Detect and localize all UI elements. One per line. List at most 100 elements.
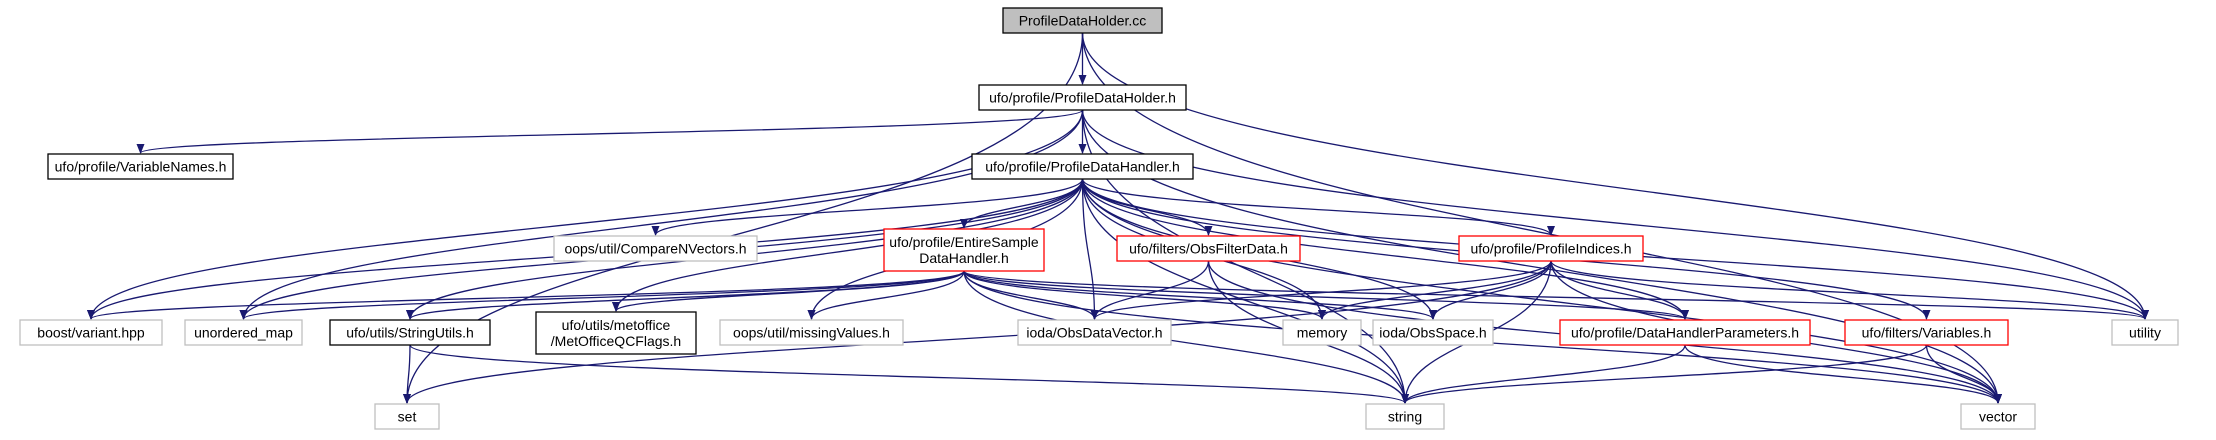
node-vector[interactable]: vector [1960,403,2036,430]
edge-path [1081,32,2149,320]
edge-path [1081,178,1689,320]
node-compare[interactable]: oops/util/CompareNVectors.h [553,235,758,262]
edge-path [1684,344,2002,404]
node-label: oops/util/missingValues.h [733,325,890,341]
node-obsspace[interactable]: ioda/ObsSpace.h [1372,319,1494,346]
node-utility[interactable]: utility [2111,319,2179,346]
node-label: ufo/filters/Variables.h [1862,325,1992,341]
edge-path [1925,344,2002,404]
node-variables[interactable]: ufo/filters/Variables.h [1844,319,2009,346]
edge-n_handler_h-to-n_profidx [1081,178,1555,236]
node-label: ufo/profile/EntireSample [889,234,1039,250]
node-label: ufo/profile/ProfileIndices.h [1470,241,1631,257]
node-box [374,403,440,430]
node-varnames[interactable]: ufo/profile/VariableNames.h [47,153,234,180]
node-label: ProfileDataHolder.cc [1019,13,1147,29]
edge-path [1081,178,1099,320]
edge-path [963,270,1689,320]
edge-n_handler_h-to-n_entire [960,178,1084,229]
node-label: memory [1297,325,1348,341]
edge-path [1318,260,1552,320]
node-box [1002,7,1163,34]
edge-path [1081,178,1555,236]
edge-path [651,178,1084,236]
node-missing[interactable]: oops/util/missingValues.h [719,319,904,346]
node-label: ufo/filters/ObsFilterData.h [1129,241,1288,257]
node-handler-h[interactable]: ufo/profile/ProfileDataHandler.h [971,153,1194,180]
edge-path [87,109,1084,320]
node-obsdatavec[interactable]: ioda/ObsDataVector.h [1017,319,1172,346]
edge-path [612,270,965,312]
node-label: ufo/utils/metoffice [562,317,671,333]
edge-n_dhparams-to-n_vector [1684,344,2002,404]
edge-path [1550,260,2149,320]
edge-n_entire-to-n_obsspace [963,270,1437,320]
edge-n_profidx-to-n_dhparams [1550,260,1689,320]
node-box [883,228,1045,272]
node-label: DataHandler.h [919,250,1009,266]
node-boost[interactable]: boost/variant.hpp [19,319,163,346]
node-box [1559,319,1811,346]
edge-path [963,270,1409,404]
node-box [1282,319,1362,346]
node-box [1372,319,1494,346]
edge-path [1429,260,1552,320]
edge-n_entire-to-n_umap [239,270,965,320]
edge-n_root-to-n_utility [1081,32,2149,320]
edge-path [963,270,1326,320]
node-umap[interactable]: unordered_map [184,319,303,346]
edge-n_entire-to-n_dhparams [963,270,1689,320]
edge-n_profidx-to-n_memory [1318,260,1552,320]
edge-n_handler_h-to-n_metoffice [612,178,1084,312]
node-box [1844,319,2009,346]
node-profidx[interactable]: ufo/profile/ProfileIndices.h [1458,235,1644,262]
edge-n_holder_h-to-n_boost [87,109,1084,320]
node-box [553,235,758,262]
node-holder-h[interactable]: ufo/profile/ProfileDataHolder.h [978,84,1187,111]
edge-n_dhparams-to-n_string [1401,344,1686,404]
node-label: utility [2129,325,2161,341]
node-layer: ProfileDataHolder.cc ufo/profile/ProfileD… [19,7,2179,430]
edge-path [960,178,1084,229]
node-label: set [398,409,417,425]
node-strutils[interactable]: ufo/utils/StringUtils.h [329,319,491,346]
edge-n_entire-to-n_boost [87,270,965,320]
node-label: ufo/profile/ProfileDataHandler.h [985,159,1180,175]
edge-n_entire-to-n_metoffice [612,270,965,312]
node-label: boost/variant.hpp [37,325,145,341]
edge-n_strutils-to-n_string [409,344,1409,404]
edge-path [1401,344,1928,404]
edge-path [1081,178,2002,404]
node-box [971,153,1194,180]
edge-path [87,270,965,320]
node-root[interactable]: ProfileDataHolder.cc [1002,7,1163,34]
edge-path [239,270,965,320]
node-box [1017,319,1172,346]
node-label: string [1388,409,1422,425]
node-box [978,84,1187,111]
edge-n_handler_h-to-n_dhparams [1081,178,1689,320]
edge-path [1081,109,2149,320]
node-metoffice[interactable]: ufo/utils/metoffice/MetOfficeQCFlags.h [535,311,697,355]
node-box [1960,403,2036,430]
edge-n_entire-to-n_string [963,270,1409,404]
edge-n_strutils-to-n_set [403,344,412,404]
node-label: ufo/profile/DataHandlerParameters.h [1571,325,1799,341]
edge-n_entire-to-n_missing [807,270,965,320]
node-label: ioda/ObsDataVector.h [1026,325,1162,341]
node-label: vector [1979,409,2017,425]
node-set[interactable]: set [374,403,440,430]
node-dhparams[interactable]: ufo/profile/DataHandlerParameters.h [1559,319,1811,346]
node-label: /MetOfficeQCFlags.h [551,333,681,349]
node-memory[interactable]: memory [1282,319,1362,346]
node-box [1365,403,1445,430]
node-string[interactable]: string [1365,403,1445,430]
edge-n_obsfilter-to-n_obsdatavec [1090,260,1210,320]
edge-path [963,270,1437,320]
edge-n_holder_h-to-n_varnames [136,109,1084,154]
node-label: ufo/profile/VariableNames.h [55,159,227,175]
node-label: oops/util/CompareNVectors.h [564,241,746,257]
node-obsfilter[interactable]: ufo/filters/ObsFilterData.h [1116,235,1301,262]
edge-path [409,344,1409,404]
